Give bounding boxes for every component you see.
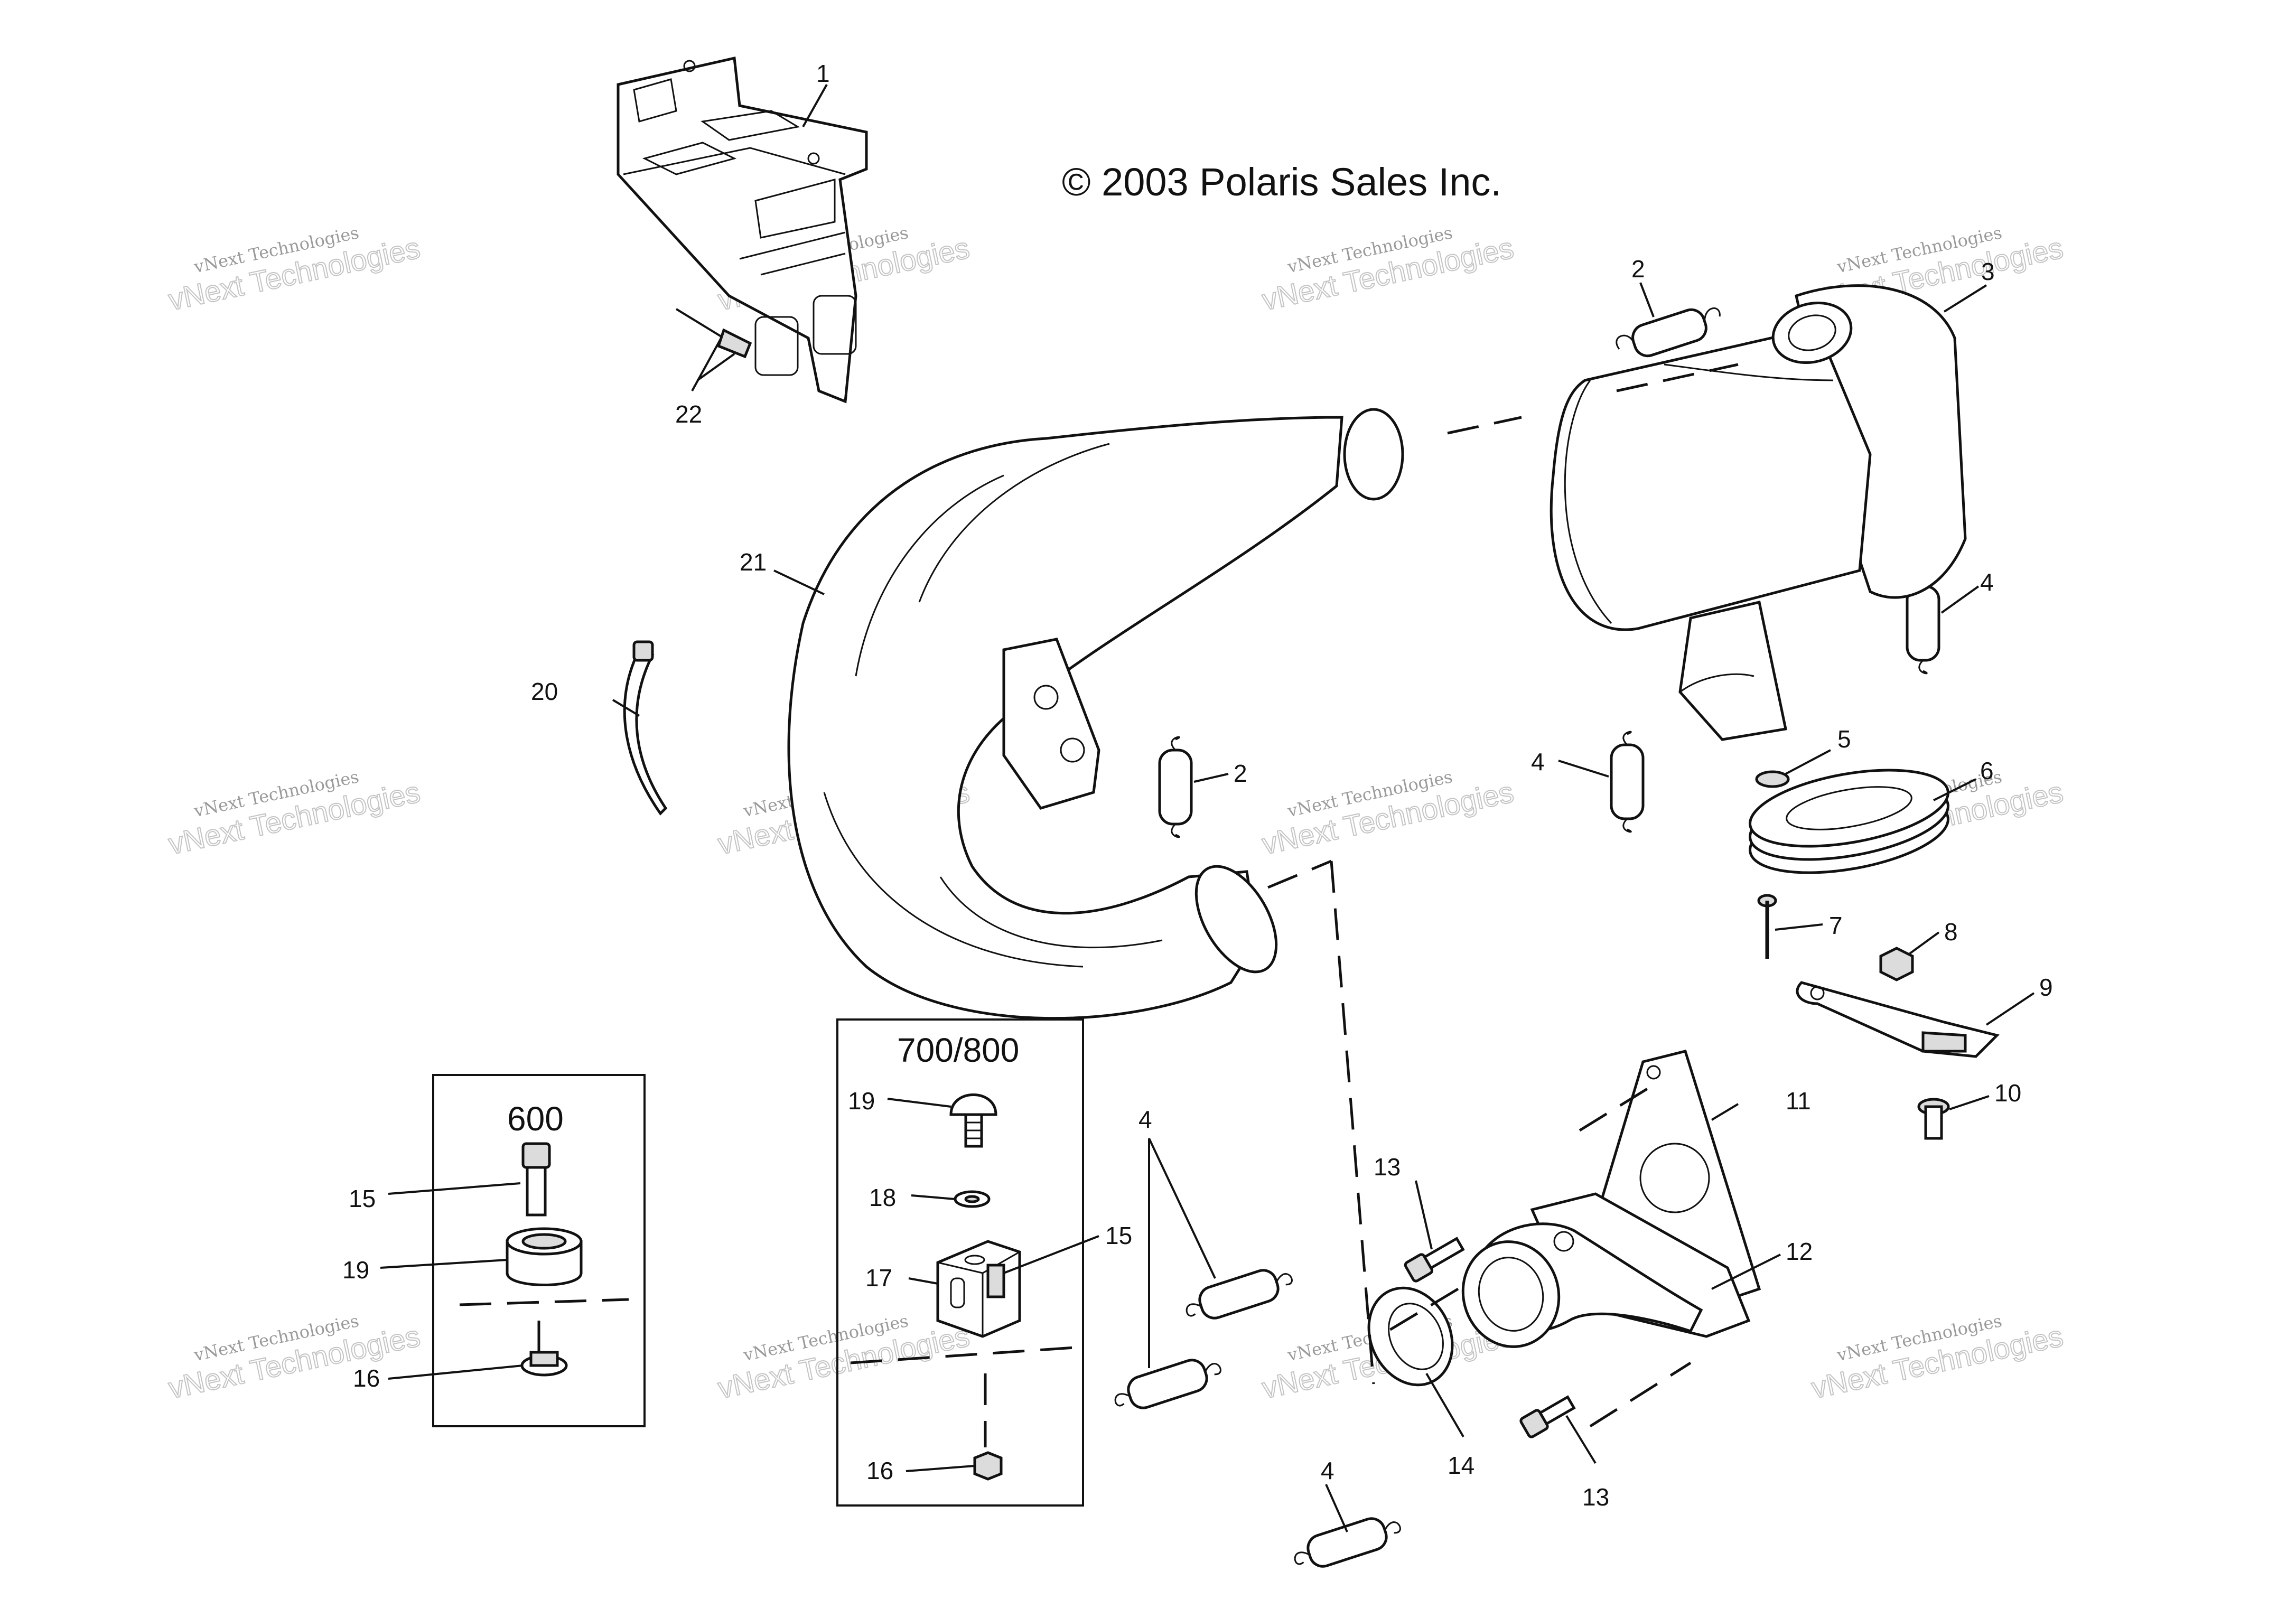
watermark-bottom-middle: vNext Technologies vNext Technologies — [714, 1311, 973, 1405]
callout-18-700: 18 — [869, 1184, 896, 1211]
bracket-part-17-700 — [936, 1240, 1021, 1338]
callout-13-upper: 13 — [1374, 1153, 1401, 1181]
exhaust-manifold-part-12 — [1461, 1192, 1751, 1348]
bolt-part-15-600 — [521, 1142, 551, 1217]
pin-part-7 — [1757, 894, 1777, 959]
callout-10: 10 — [1994, 1079, 2021, 1107]
callout-3: 3 — [1981, 258, 1995, 285]
callout-2-middle: 2 — [1234, 760, 1247, 787]
callout-22: 22 — [675, 400, 702, 428]
callout-19-600: 19 — [342, 1256, 369, 1284]
assembly-lines — [459, 363, 1739, 1447]
nut-part-8 — [1879, 947, 1914, 981]
box-700-800-title: 700/800 — [897, 1031, 1019, 1069]
watermark-bottom-right: vNext Technologies vNext Technologies — [1808, 1311, 2066, 1405]
callout-14: 14 — [1448, 1452, 1474, 1479]
watermark-mid-left: vNext Technologies vNext Technologies — [165, 766, 423, 861]
expansion-chamber-part-21 — [787, 408, 1404, 1020]
bracket-part-9 — [1796, 981, 2000, 1058]
grommet-part-6 — [1749, 769, 1949, 874]
leader-lines — [380, 84, 2035, 1532]
watermark-mid-center: vNext Technologies vNext Technologies — [1258, 766, 1517, 861]
callout-7: 7 — [1829, 912, 1843, 939]
callout-9: 9 — [2039, 974, 2053, 1001]
spring-part-4-bottom — [1294, 1517, 1401, 1568]
callout-4-lower: 4 — [1138, 1106, 1152, 1133]
callout-6: 6 — [1980, 757, 1994, 784]
callout-4-center: 4 — [1531, 748, 1545, 775]
callout-17-700: 17 — [865, 1264, 892, 1292]
callout-16-600: 16 — [353, 1364, 380, 1392]
spring-part-2-middle — [1158, 736, 1193, 838]
watermark-top-left: vNext Technologies vNext Technologies — [165, 222, 423, 317]
stud-part-15-700 — [986, 1264, 1005, 1298]
callout-21: 21 — [740, 548, 767, 576]
bolt-part-13-lower — [1519, 1395, 1576, 1438]
watermark-top-center: vNext Technologies vNext Technologies — [1258, 222, 1517, 317]
mounting-bracket-part-1 — [617, 56, 868, 404]
flange-nut-part-16-600 — [520, 1351, 568, 1377]
callout-2-top: 2 — [1631, 255, 1645, 283]
spring-part-2-top — [1616, 307, 1721, 358]
spring-part-4-center — [1610, 731, 1645, 833]
carriage-bolt-part-19-700 — [949, 1093, 997, 1148]
callout-16-700: 16 — [866, 1457, 893, 1484]
callout-15-700: 15 — [1105, 1222, 1132, 1249]
callout-11: 11 — [1786, 1087, 1811, 1115]
callout-numbers: 1 22 2 3 21 4 20 2 4 5 6 7 8 9 10 11 12 … — [342, 60, 2053, 1511]
copyright-notice: © 2003 Polaris Sales Inc. — [1062, 160, 1501, 204]
variant-box-700-800: 700/800 — [836, 1018, 1084, 1507]
bushing-part-19-600 — [506, 1227, 583, 1286]
callout-1: 1 — [816, 60, 830, 87]
bolt-part-13-upper — [1404, 1237, 1465, 1283]
rivet-part-22 — [675, 308, 752, 381]
box-600-title: 600 — [507, 1100, 564, 1138]
callout-12: 12 — [1786, 1238, 1813, 1265]
spring-part-4-lower-b — [1114, 1359, 1221, 1409]
nut-part-16-700 — [973, 1451, 1003, 1481]
strap-part-20 — [623, 640, 668, 816]
silencer-part-3 — [1550, 284, 1967, 741]
callout-20: 20 — [531, 678, 558, 705]
callout-13-lower: 13 — [1582, 1483, 1609, 1511]
callout-8: 8 — [1944, 918, 1958, 946]
washer-part-5 — [1755, 770, 1790, 788]
callout-5: 5 — [1837, 725, 1851, 753]
spring-part-4-lower-a — [1186, 1269, 1293, 1320]
washer-part-18-700 — [954, 1190, 991, 1208]
callout-4-bottom: 4 — [1321, 1457, 1334, 1484]
watermark-bottom-left: vNext Technologies vNext Technologies — [165, 1311, 423, 1405]
callout-15-600: 15 — [349, 1185, 376, 1212]
callout-19-700: 19 — [848, 1087, 875, 1115]
bolt-part-10 — [1917, 1098, 1950, 1140]
callout-4-right: 4 — [1980, 568, 1994, 596]
variant-box-600: 600 — [432, 1074, 646, 1427]
